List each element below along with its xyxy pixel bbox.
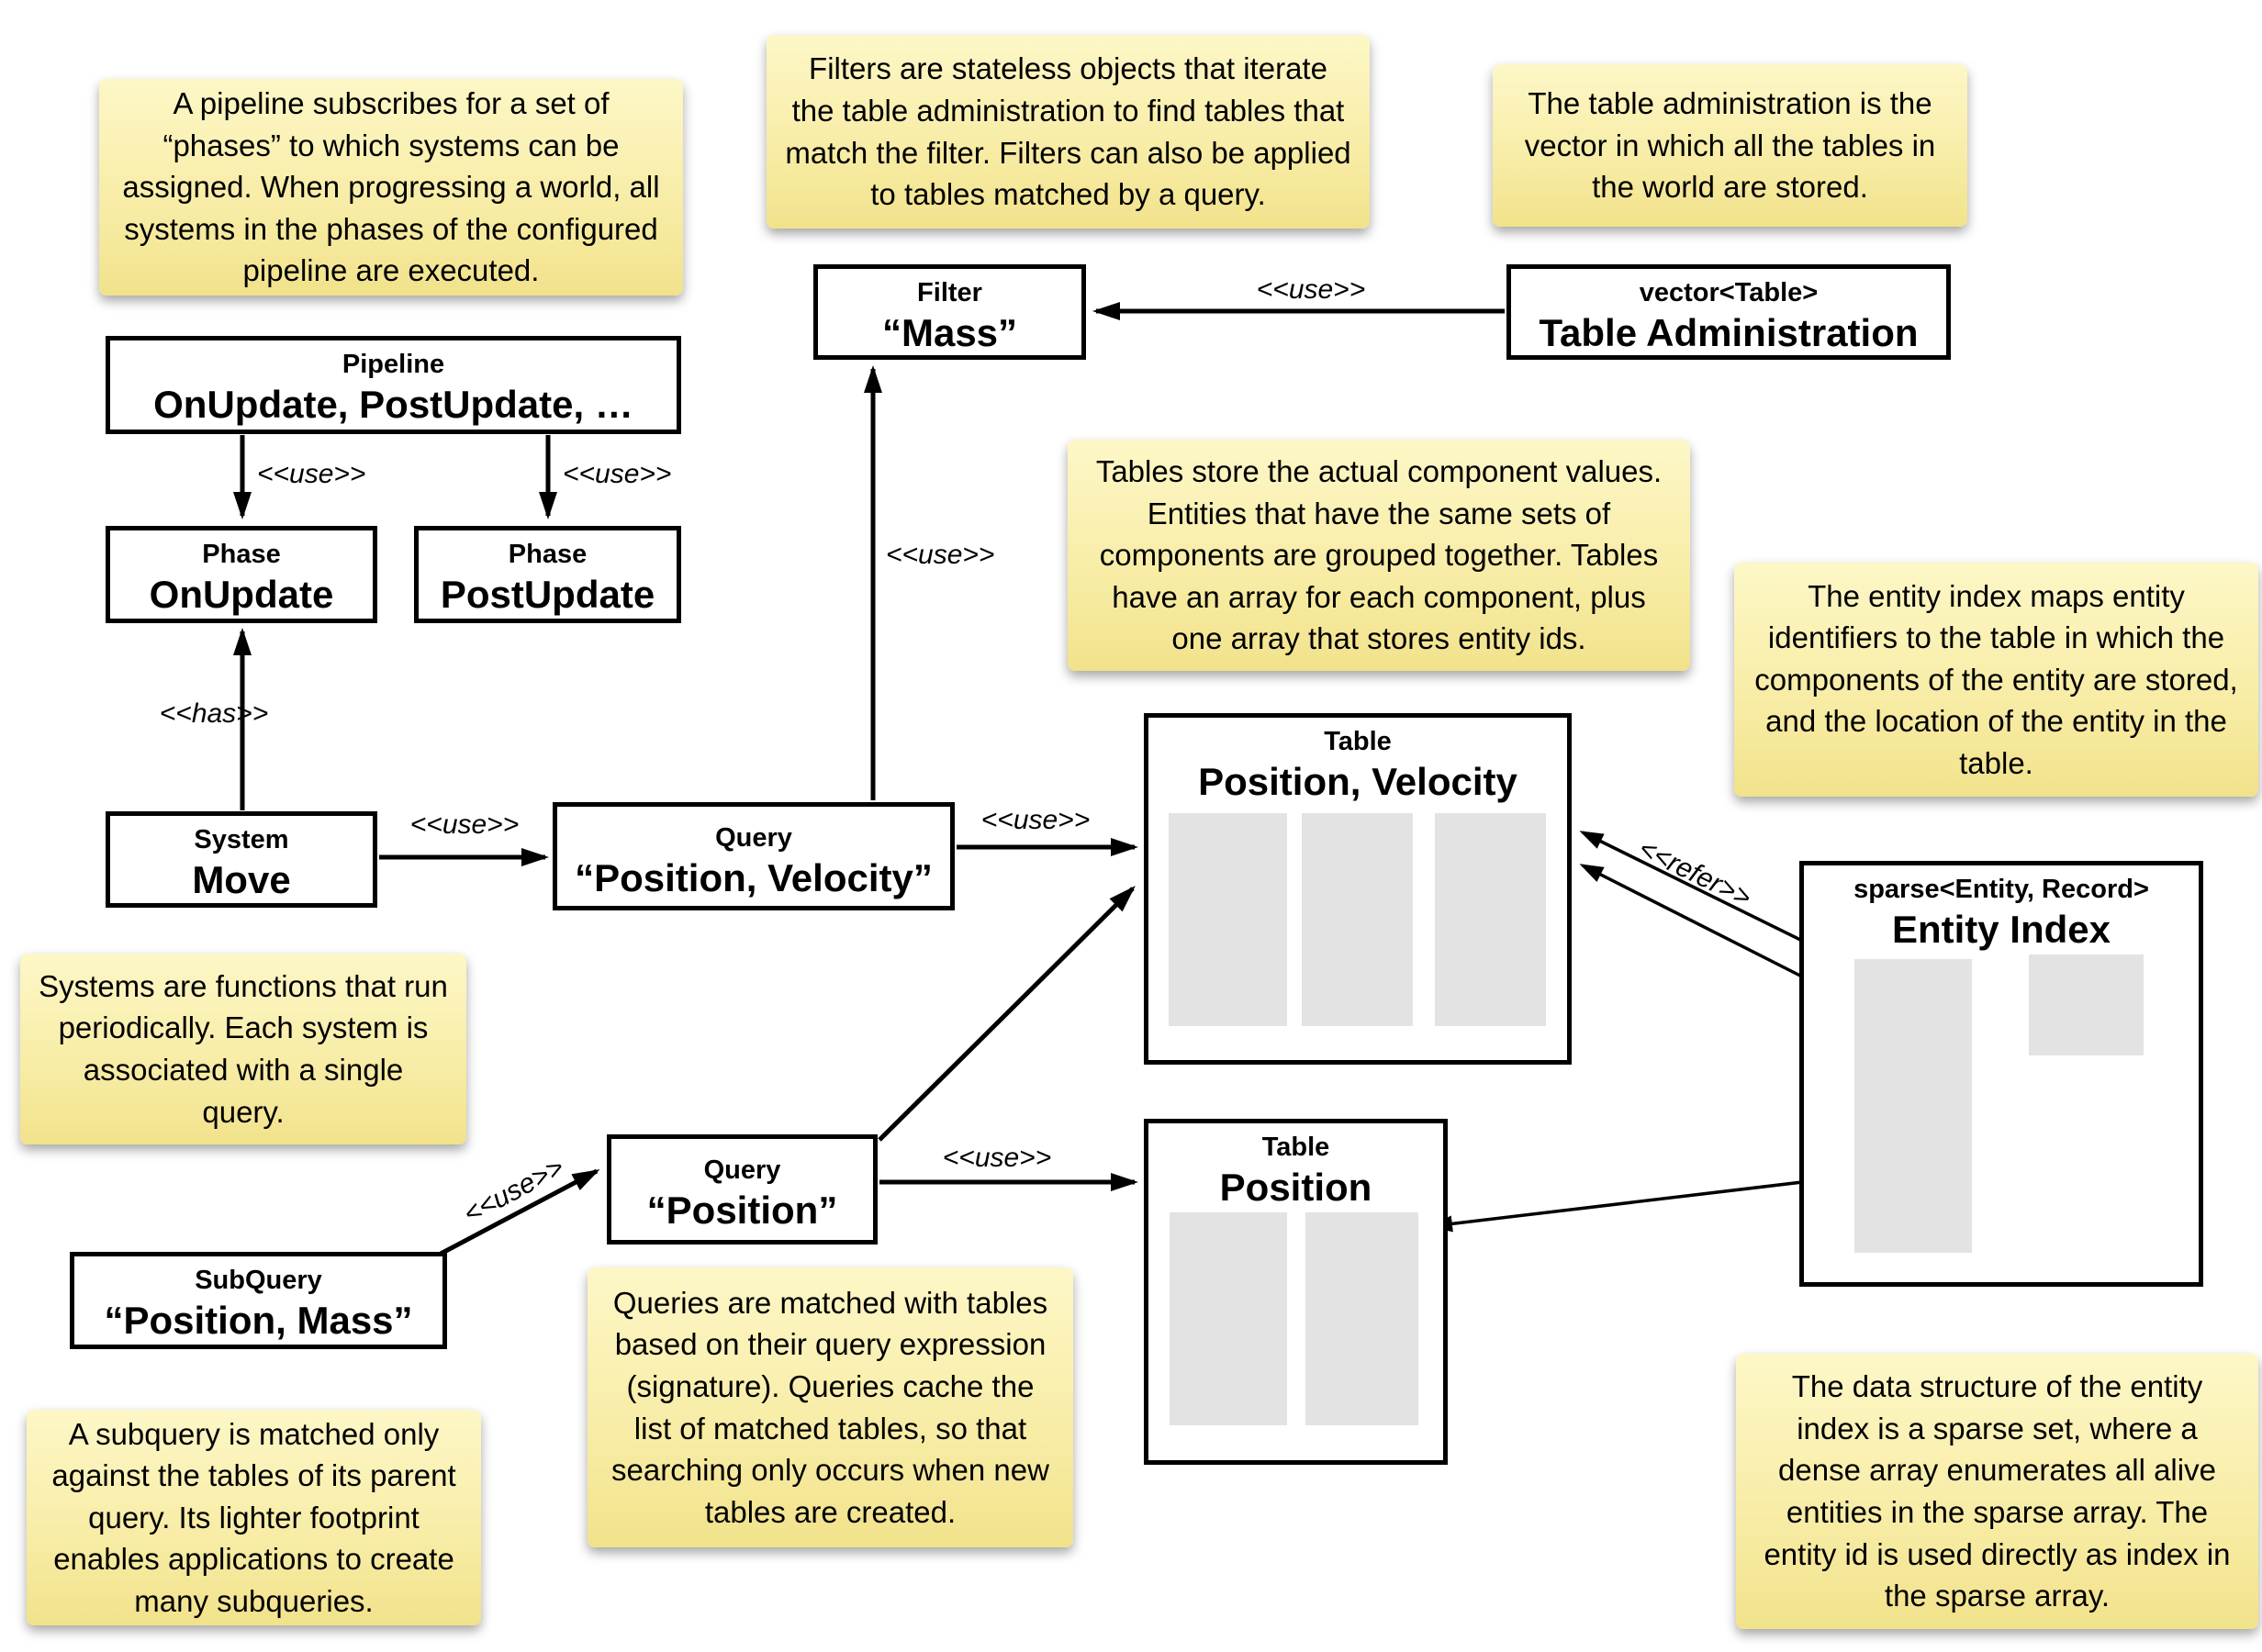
box-subquery-name: “Position, Mass” [104,1299,413,1342]
note-entity-index-text: The entity index maps entity identifiers… [1754,578,2238,780]
edge-label-use-querypv-tablepv: <<use>> [980,805,1091,835]
box-table-administration: vector<Table> Table Administration [1506,264,1951,360]
box-phase-onupdate-stereotype: Phase [202,540,281,569]
edge-label-use-pipeline-onupdate: <<use>> [257,459,366,489]
box-filter-stereotype: Filter [917,278,982,307]
box-table-position-stereotype: Table [1261,1133,1330,1162]
box-table-position-velocity-name: Position, Velocity [1198,760,1517,803]
note-tables-text: Tables store the actual component values… [1095,454,1663,656]
box-subquery-stereotype: SubQuery [195,1266,322,1295]
note-queries: Queries are matched with tables based on… [588,1267,1073,1547]
component-array-column [1302,813,1413,1026]
box-query-position-name: “Position” [646,1189,838,1232]
note-systems: Systems are functions that run periodica… [20,954,466,1144]
box-query-position: Query “Position” [607,1134,878,1245]
box-phase-postupdate: Phase PostUpdate [414,526,681,623]
note-sparse-set: The data structure of the entity index i… [1736,1354,2258,1629]
note-sparse-set-text: The data structure of the entity index i… [1764,1369,2231,1613]
note-pipeline: A pipeline subscribes for a set of “phas… [99,79,683,296]
note-table-admin: The table administration is the vector i… [1493,64,1967,227]
box-table-position-velocity-stereotype: Table [1324,727,1392,756]
box-phase-postupdate-name: PostUpdate [440,573,655,616]
box-query-position-stereotype: Query [703,1155,781,1185]
box-phase-onupdate: Phase OnUpdate [106,526,377,623]
note-filters-text: Filters are stateless objects that itera… [785,51,1351,212]
note-tables: Tables store the actual component values… [1068,440,1690,671]
box-pipeline-stereotype: Pipeline [342,350,445,379]
box-system-move: System Move [106,811,377,908]
box-table-position-name: Position [1219,1166,1372,1209]
note-table-admin-text: The table administration is the vector i… [1524,86,1936,205]
note-subquery: A subquery is matched only against the t… [27,1410,481,1625]
box-entity-index: sparse<Entity, Record> Entity Index [1799,861,2203,1287]
box-table-administration-stereotype: vector<Table> [1639,278,1819,307]
box-pipeline-name: OnUpdate, PostUpdate, … [153,383,633,426]
edge-label-has-system-phase: <<has>> [159,698,269,729]
box-system-move-stereotype: System [194,825,289,854]
box-phase-postupdate-stereotype: Phase [508,540,588,569]
edge-label-use-admin-filter: <<use>> [1256,274,1366,305]
note-entity-index: The entity index maps entity identifiers… [1734,563,2258,797]
note-queries-text: Queries are matched with tables based on… [611,1285,1049,1529]
edge-label-use-system-query: <<use>> [409,809,520,840]
box-table-position: Table Position [1144,1119,1448,1465]
box-filter: Filter “Mass” [813,264,1086,360]
edge-label-use-pipeline-postupdate: <<use>> [563,459,672,489]
note-subquery-text: A subquery is matched only against the t… [51,1416,456,1618]
edge-label-use-query-filter: <<use>> [886,540,995,570]
note-filters: Filters are stateless objects that itera… [767,35,1370,229]
box-filter-name: “Mass” [881,311,1018,354]
dense-array-block [2029,954,2144,1055]
edge-label-use-queryp-tablep: <<use>> [942,1143,1052,1173]
component-array-column [1305,1212,1418,1425]
component-array-column [1169,813,1287,1026]
note-systems-text: Systems are functions that run periodica… [39,968,448,1129]
box-query-position-velocity-stereotype: Query [715,823,792,853]
component-array-column [1435,813,1546,1026]
box-pipeline: Pipeline OnUpdate, PostUpdate, … [106,336,681,434]
box-subquery: SubQuery “Position, Mass” [70,1252,447,1349]
edge-queryp-tablepv [878,886,1136,1142]
component-array-column [1170,1212,1287,1425]
box-table-position-velocity: Table Position, Velocity [1144,713,1572,1065]
box-table-administration-name: Table Administration [1539,311,1919,354]
edge-index-tablep [1428,1174,1857,1233]
sparse-array-column [1854,959,1972,1253]
box-entity-index-name: Entity Index [1891,908,2111,951]
box-query-position-velocity-name: “Position, Velocity” [575,856,933,899]
box-system-move-name: Move [192,858,291,901]
box-query-position-velocity: Query “Position, Velocity” [553,802,955,910]
box-entity-index-stereotype: sparse<Entity, Record> [1853,875,2149,904]
box-phase-onupdate-name: OnUpdate [149,573,334,616]
note-pipeline-text: A pipeline subscribes for a set of “phas… [122,86,660,288]
edge-subquery-use-queryp [439,1168,600,1256]
